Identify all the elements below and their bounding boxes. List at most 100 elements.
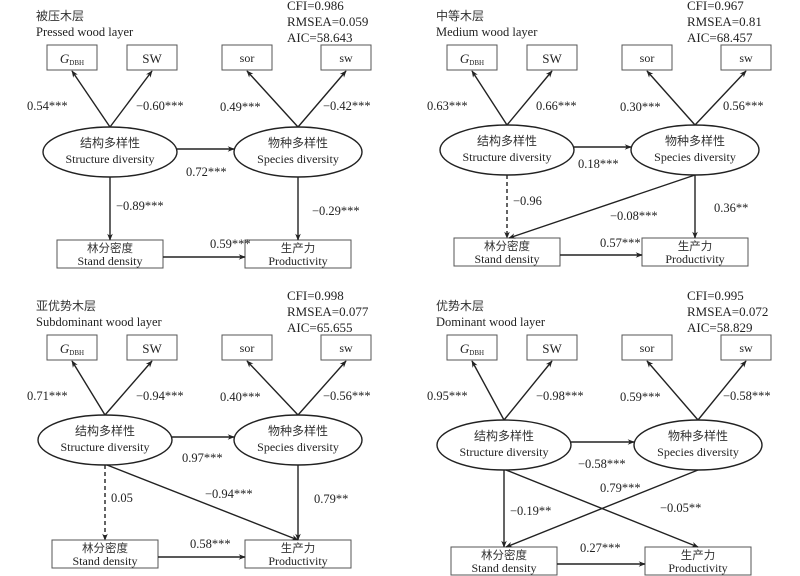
- fit-index: AIC=65.655: [287, 320, 352, 335]
- path-coefficient-species-sw: −0.42***: [323, 99, 371, 113]
- arrow-struct-gdbh: [71, 70, 111, 128]
- path-coefficient-species-sor: 0.40***: [220, 390, 261, 404]
- stand-label-en: Stand density: [73, 554, 138, 568]
- prod-label-en: Productivity: [665, 252, 724, 266]
- gdbh-box: [46, 334, 98, 361]
- stand-label-cn: 林分密度: [481, 548, 527, 562]
- stand-label-cn: 林分密度: [484, 239, 530, 253]
- sw-lower-box: [320, 44, 372, 71]
- arrow-species-sw: [297, 70, 347, 128]
- panel-title-cn: 被压木层: [36, 9, 84, 23]
- sor-box: [621, 44, 673, 71]
- path-coefficient-species-sw: −0.56***: [323, 389, 371, 403]
- arrow-species-sw: [697, 360, 747, 421]
- sw-upper-label: SW: [542, 51, 562, 66]
- fit-index: CFI=0.998: [287, 288, 344, 303]
- gdbh-box: [446, 334, 498, 361]
- gdbh-box: [446, 44, 498, 71]
- panel-title-en: Pressed wood layer: [36, 25, 134, 39]
- species-label-en: Species diversity: [257, 440, 339, 454]
- fit-index: CFI=0.995: [687, 288, 744, 303]
- path-coefficient-struct-sw: 0.66***: [536, 99, 577, 113]
- arrow-species-sw: [297, 360, 347, 416]
- sw-upper-box: [126, 44, 178, 71]
- species-label-cn: 物种多样性: [268, 135, 328, 150]
- stand-label-en: Stand density: [475, 252, 540, 266]
- stand-label-cn: 林分密度: [82, 541, 128, 555]
- arrow-species-sw: [694, 70, 747, 126]
- arrow-struct-sw: [506, 70, 553, 126]
- path-coefficient-stand-prod: 0.57***: [600, 236, 641, 250]
- path-coefficient-struct-stand: −0.19**: [510, 504, 551, 518]
- path-coefficient-species-sor: 0.59***: [620, 390, 661, 404]
- path-coefficient-species-sw: −0.58***: [723, 389, 771, 403]
- sw-lower-box: [720, 334, 772, 361]
- sw-upper-box: [526, 334, 578, 361]
- path-coefficient-stand-prod: 0.27***: [580, 541, 621, 555]
- fit-index: AIC=68.457: [687, 30, 753, 45]
- stand-density-box: [453, 237, 561, 267]
- gdbh-label: GDBH: [460, 341, 484, 357]
- panel-title-cn: 中等木层: [436, 8, 484, 23]
- path-coefficient-species-stand: 0.79***: [600, 481, 641, 495]
- arrow-species-sor: [246, 70, 299, 128]
- sor-label: sor: [240, 341, 255, 355]
- arrow-struct-sw: [104, 360, 153, 416]
- arrow-struct-gdbh: [71, 360, 106, 416]
- prod-label-en: Productivity: [268, 554, 327, 568]
- structure-label-cn: 结构多样性: [75, 423, 135, 438]
- sor-box: [621, 334, 673, 361]
- stand-density-box: [450, 546, 558, 576]
- path-coefficient-struct-prod: −0.05**: [660, 501, 701, 515]
- path-coefficient-struct-stand: −0.96: [513, 194, 542, 208]
- sor-label: sor: [640, 51, 655, 65]
- stand-label-en: Stand density: [78, 254, 143, 268]
- fit-index: RMSEA=0.81: [687, 14, 762, 29]
- panel-title-en: Medium wood layer: [436, 25, 538, 39]
- path-coefficient-stand-prod: 0.58***: [190, 537, 231, 551]
- path-coefficient-struct-sw: −0.60***: [136, 99, 184, 113]
- sor-label: sor: [640, 341, 655, 355]
- prod-label-cn: 生产力: [281, 241, 316, 255]
- arrow-struct-prod: [505, 469, 699, 548]
- path-coefficient-struct-species: 0.18***: [578, 157, 619, 171]
- path-coefficient-species-sor: 0.49***: [220, 100, 261, 114]
- path-coefficient-struct-gdbh: 0.95***: [427, 389, 468, 403]
- path-coefficient-struct-prod: −0.94***: [205, 487, 253, 501]
- path-coefficient-struct-gdbh: 0.63***: [427, 99, 468, 113]
- sw-lower-box: [320, 334, 372, 361]
- sw-upper-label: SW: [142, 341, 162, 356]
- sw-upper-box: [526, 44, 578, 71]
- productivity-box: [641, 237, 749, 267]
- stand-density-box: [51, 539, 159, 569]
- structure-label-en: Structure diversity: [61, 440, 150, 454]
- path-coefficient-struct-sw: −0.94***: [136, 389, 184, 403]
- fit-index: RMSEA=0.072: [687, 304, 768, 319]
- panel-title-en: Subdominant wood layer: [36, 315, 163, 329]
- gdbh-box: [46, 44, 98, 71]
- panel-title-en: Dominant wood layer: [436, 315, 546, 329]
- sw-lower-label: sw: [339, 51, 353, 65]
- sw-upper-box: [126, 334, 178, 361]
- path-coefficient-species-prod: 0.36**: [714, 201, 748, 215]
- prod-label-cn: 生产力: [281, 541, 316, 555]
- structure-label-cn: 结构多样性: [474, 428, 534, 443]
- stand-density-box: [56, 239, 164, 269]
- sw-upper-label: SW: [542, 341, 562, 356]
- species-label-en: Species diversity: [657, 445, 739, 459]
- sw-upper-label: SW: [142, 51, 162, 66]
- arrow-struct-prod: [106, 464, 299, 541]
- fit-index: CFI=0.986: [287, 0, 344, 13]
- path-coefficient-species-stand: −0.08***: [610, 209, 658, 223]
- panel-title-cn: 亚优势木层: [36, 299, 96, 313]
- fit-index: AIC=58.829: [687, 320, 752, 335]
- path-coefficient-stand-prod: 0.59***: [210, 237, 251, 251]
- species-label-cn: 物种多样性: [268, 423, 328, 438]
- stand-label-en: Stand density: [472, 561, 537, 575]
- gdbh-label: GDBH: [460, 51, 484, 67]
- panel-title-cn: 优势木层: [436, 299, 484, 313]
- sor-box: [221, 334, 273, 361]
- arrow-species-sor: [246, 360, 299, 416]
